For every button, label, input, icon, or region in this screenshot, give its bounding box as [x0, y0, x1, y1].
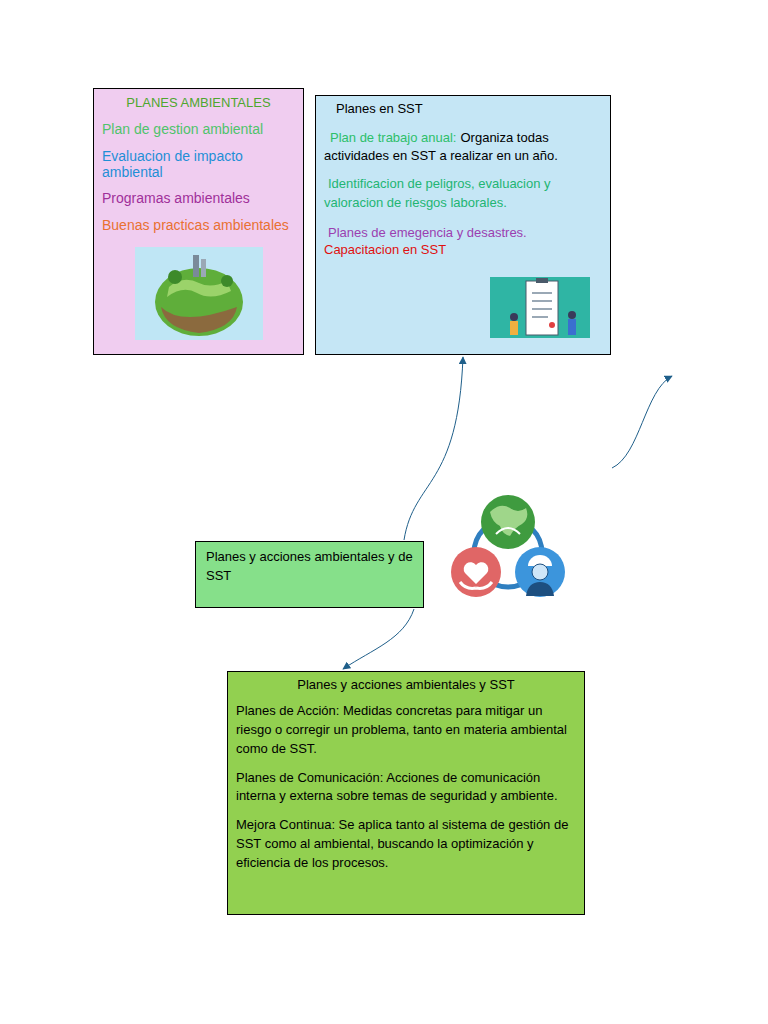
- text-box: PLANES AMBIENTALES Plan de gestion ambien…: [93, 88, 304, 355]
- box-text: Capacitacion en SST: [324, 242, 602, 257]
- loose-arrow: [612, 376, 672, 468]
- box-text: Planes y acciones ambientales y SST: [236, 677, 576, 692]
- box-text: PLANES AMBIENTALES: [102, 95, 295, 110]
- text-box: Planes y acciones ambientales y SST Plane…: [227, 671, 585, 915]
- box-text: Planes de Acción: Medidas concretas para…: [236, 702, 576, 759]
- box-text: Programas ambientales: [102, 190, 295, 206]
- text-box: Planes y acciones ambientales y de SST: [195, 541, 424, 608]
- box-text: Identificacion de peligros, evaluacion y…: [324, 175, 602, 213]
- box-text: Planes en SST: [336, 101, 602, 116]
- curved-arrow: [404, 357, 463, 540]
- text-box: Planes en SST Plan de trabajo anual:Organ…: [315, 95, 611, 355]
- box-text: Planes de Comunicación: Acciones de comu…: [236, 769, 576, 807]
- text-line: Plan de trabajo anual:Organiza todas act…: [324, 129, 602, 165]
- box-text: Evaluacion de impacto ambiental: [102, 148, 295, 180]
- curved-arrow: [343, 609, 414, 669]
- box-text: Buenas practicas ambientales: [102, 217, 295, 233]
- box-text: Mejora Continua: Se aplica tanto al sist…: [236, 816, 576, 873]
- box-text: Planes de emegencia y desastres.: [324, 225, 602, 240]
- box-text: Plan de gestion ambiental: [102, 121, 295, 137]
- box-text: Planes y acciones ambientales y de SST: [206, 548, 413, 586]
- checklist-picture: [490, 277, 590, 338]
- box-text: Plan de trabajo anual:: [330, 130, 456, 145]
- hub-icon: [451, 495, 565, 597]
- globe-picture: [135, 247, 263, 340]
